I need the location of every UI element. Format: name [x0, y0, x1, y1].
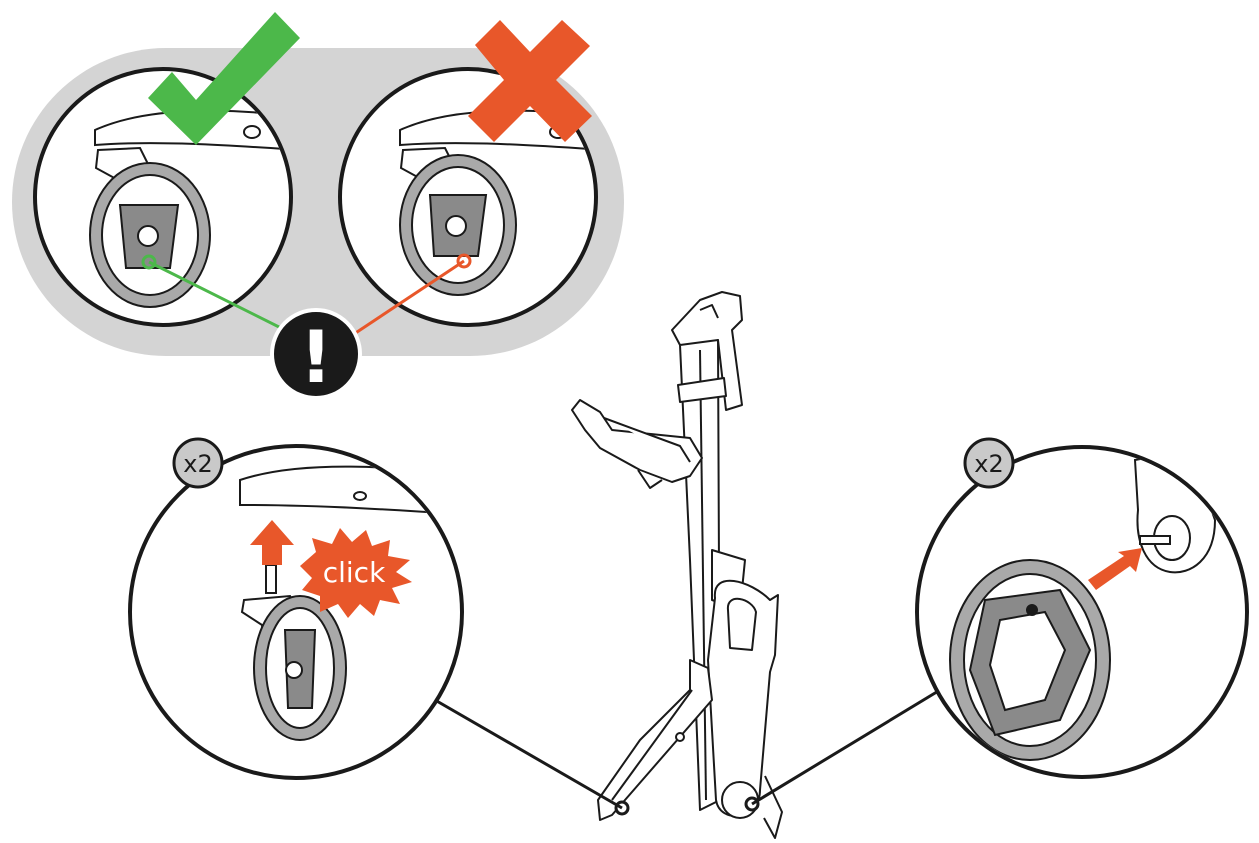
rear-wheel-connector — [751, 688, 941, 806]
click-label: click — [323, 556, 386, 589]
front-wheel-connector — [434, 698, 623, 810]
up-arrow-icon — [250, 520, 294, 565]
check-icon — [148, 12, 300, 145]
exclamation-icon: ! — [270, 308, 362, 400]
incorrect-connector — [344, 259, 465, 342]
stroller-frame — [571, 291, 783, 839]
cross-icon — [468, 20, 592, 142]
click-burst-icon: click — [300, 528, 412, 618]
rear-wheel-inset — [915, 445, 1249, 779]
warning-symbol: ! — [300, 315, 333, 399]
incorrect-inset — [338, 67, 598, 327]
quantity-label-left: x2 — [183, 450, 212, 478]
comparison-panel: ! — [12, 12, 624, 400]
front-wheel-inset — [128, 444, 464, 780]
quantity-badge-left: x2 — [172, 437, 224, 489]
correct-connector — [148, 260, 296, 337]
quantity-label-right: x2 — [974, 450, 1003, 478]
right-arrow-icon — [1088, 548, 1142, 590]
quantity-badge-right: x2 — [963, 437, 1015, 489]
correct-inset — [33, 67, 293, 327]
